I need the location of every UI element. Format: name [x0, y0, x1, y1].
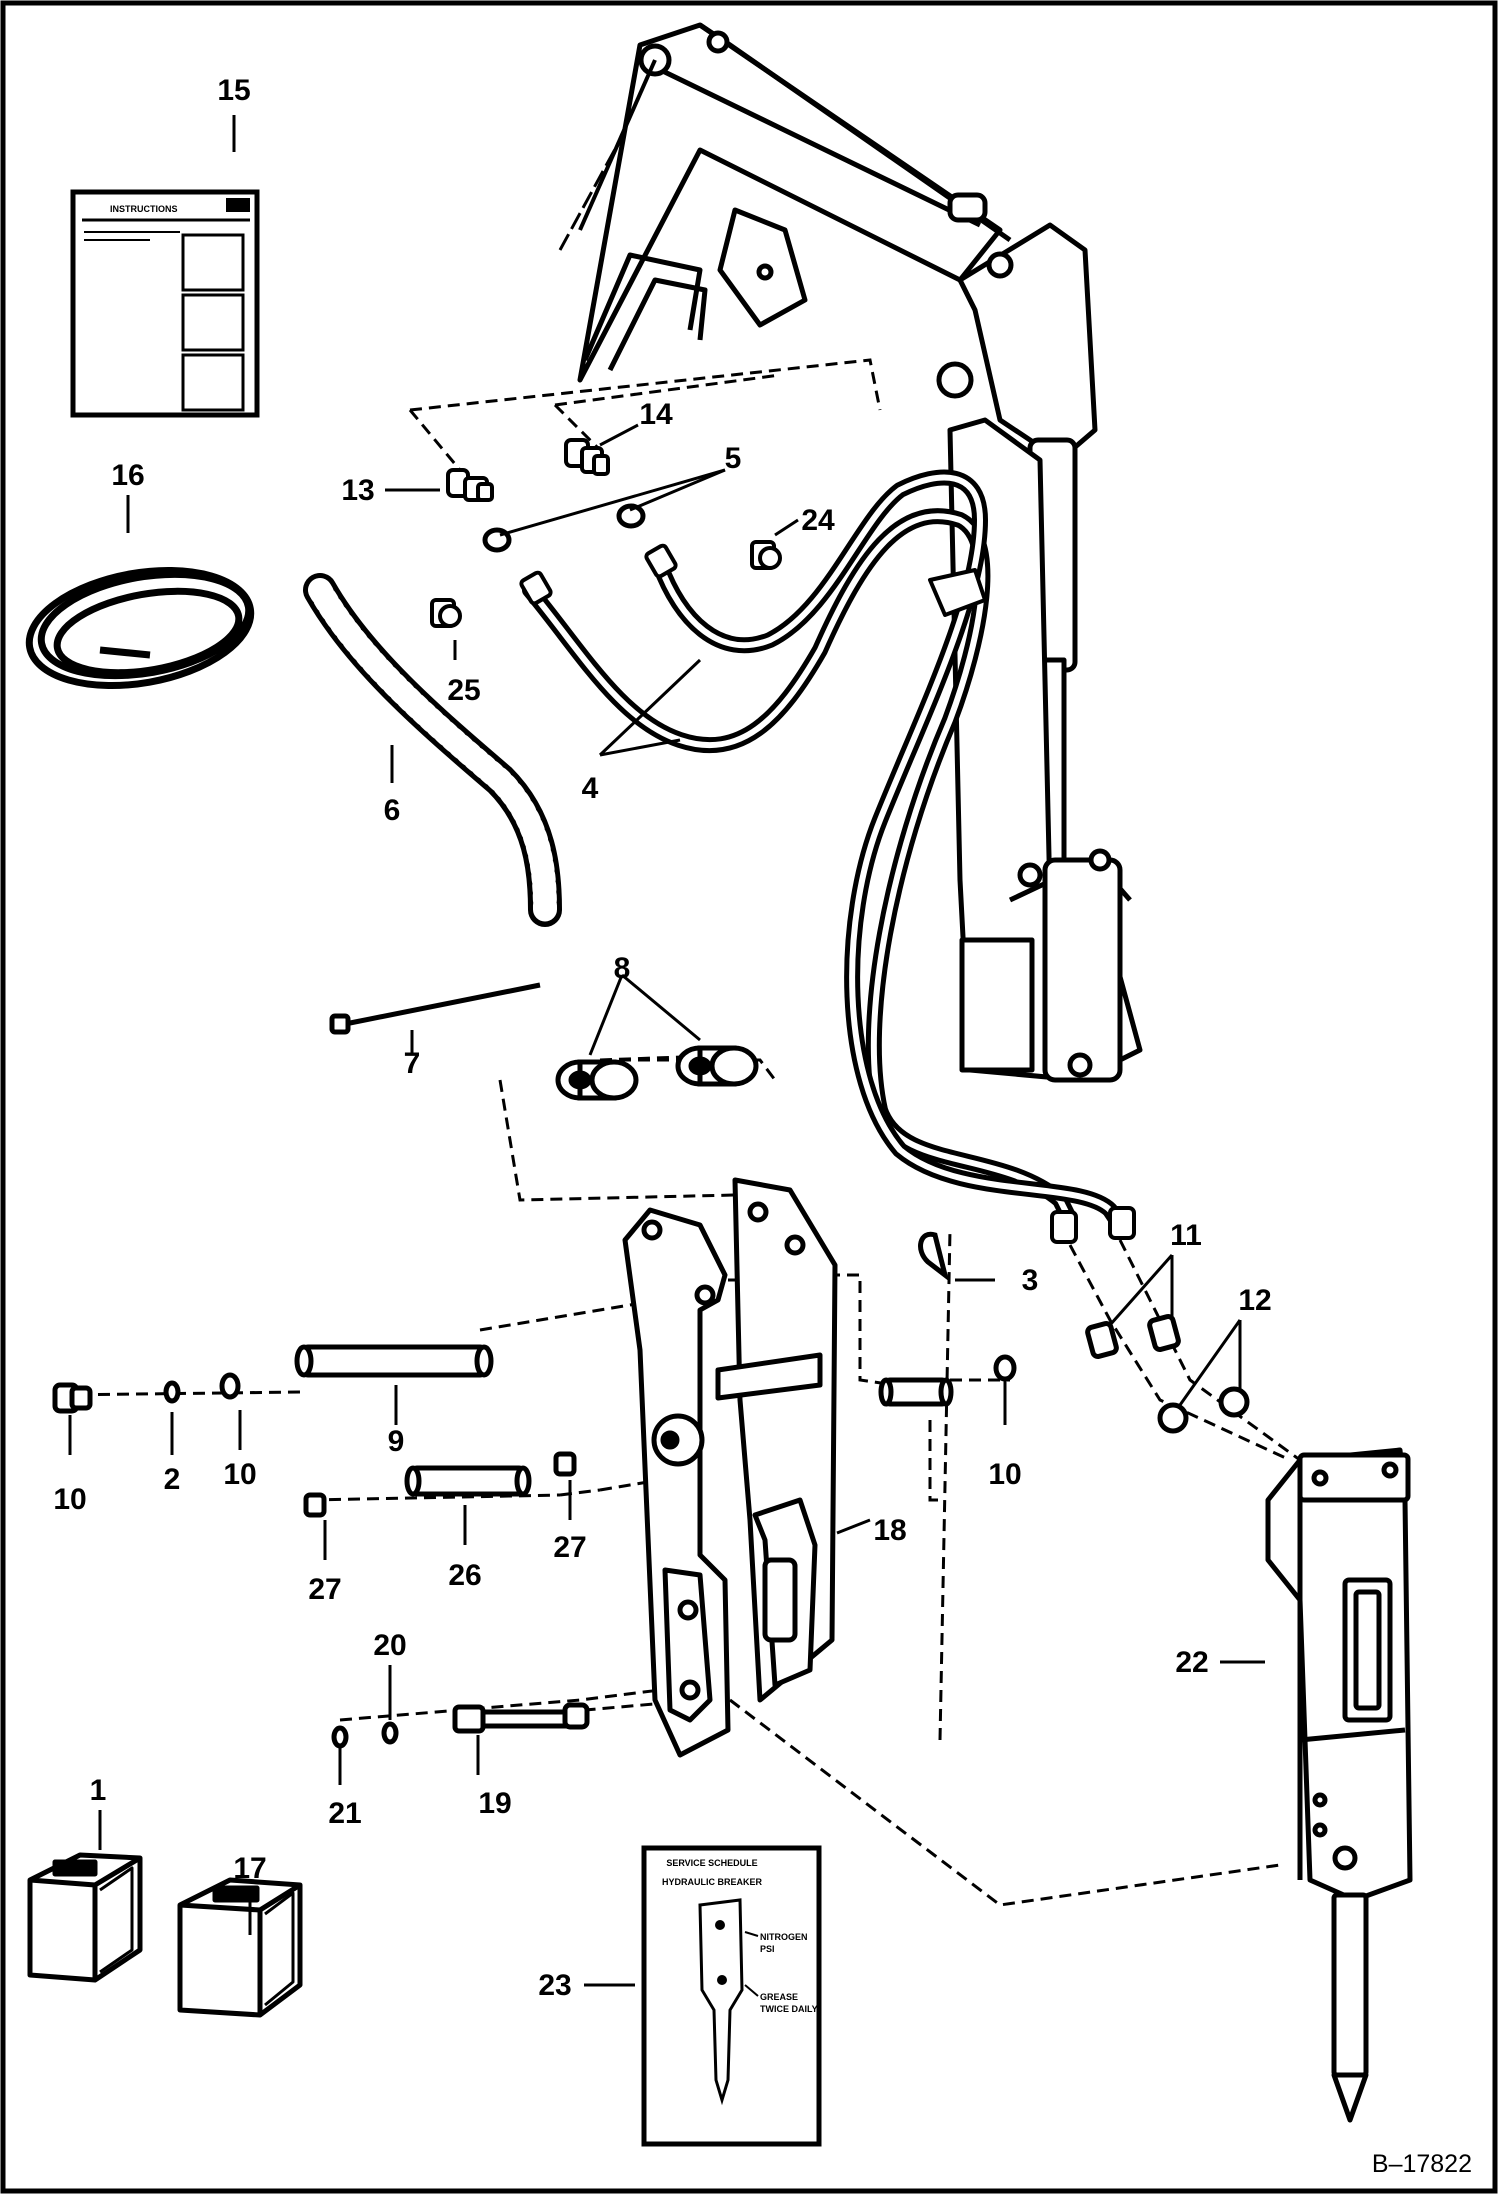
callout-25-right: 24	[801, 504, 835, 537]
carton-1	[27, 1852, 143, 1983]
callout-numbers: 15 16 13 14 5 24 25 6 4 8 7 3 11 12 9 2 …	[53, 74, 1271, 2002]
callout-13: 12	[1238, 1284, 1271, 1317]
pin-26	[404, 1465, 532, 1497]
washer-10-right	[993, 1354, 1017, 1382]
callout-25-left: 25	[447, 674, 480, 707]
bolt-11	[52, 1382, 93, 1414]
callout-2: 2	[164, 1463, 181, 1496]
callout-16: 15	[217, 74, 250, 107]
callout-9: 9	[388, 1425, 405, 1458]
washer-22	[331, 1725, 349, 1749]
decal-note-2a: GREASE	[760, 1992, 798, 2002]
cap-25-right	[750, 540, 782, 570]
callout-15: 14	[639, 398, 673, 431]
callout-10-right: 10	[988, 1458, 1021, 1491]
callout-19: 18	[873, 1514, 906, 1547]
callout-21: 20	[373, 1629, 406, 1662]
callout-27-left: 27	[308, 1573, 341, 1606]
hose-sleeve	[303, 573, 562, 927]
hydraulic-hoses	[522, 469, 1128, 1233]
retainer-3	[918, 1231, 950, 1282]
carton-18	[177, 1877, 303, 2018]
pin-3-small	[878, 1377, 954, 1407]
pin-9	[294, 1344, 494, 1378]
decal-note-1b: PSI	[760, 1944, 775, 1954]
decal-title-1: SERVICE SCHEDULE	[666, 1858, 757, 1868]
adapter-14	[446, 468, 494, 502]
callout-3: 3	[1022, 1264, 1039, 1297]
mounting-bracket	[622, 1177, 838, 1758]
excavator-boom-arm	[558, 22, 1143, 1083]
washers	[163, 1354, 1017, 1749]
callout-23: 22	[1175, 1646, 1208, 1679]
callout-1: 1	[90, 1774, 107, 1807]
callout-leaders	[68, 115, 1265, 1987]
fittings-top	[430, 438, 782, 628]
callout-22: 21	[328, 1797, 361, 1830]
washer-2	[163, 1380, 181, 1404]
callout-20: 19	[478, 1787, 511, 1820]
washer-21	[381, 1721, 399, 1745]
drawing-number: B–17822	[1372, 2150, 1472, 2178]
callout-27-right: 27	[553, 1531, 586, 1564]
cap-25-left	[430, 598, 462, 628]
callout-6: 6	[384, 794, 401, 827]
quick-couplers	[1085, 1314, 1250, 1434]
callout-4: 4	[582, 772, 599, 805]
o-ring-5-b	[616, 503, 646, 529]
callout-17: 16	[111, 459, 144, 492]
hose-fittings	[519, 543, 1136, 1244]
callout-26: 26	[448, 1559, 481, 1592]
bolt-20	[452, 1702, 590, 1734]
callout-5: 5	[725, 442, 742, 475]
coiled-tube	[25, 566, 255, 690]
adapter-15	[564, 438, 610, 476]
grease-fittings-27	[303, 1451, 577, 1518]
callout-10-left: 10	[223, 1458, 256, 1491]
decal-note-2b: TWICE DAILY	[760, 2004, 818, 2014]
callout-14: 13	[341, 474, 374, 507]
callout-18: 17	[233, 1852, 266, 1885]
assembly-leader-lines	[59, 358, 1301, 1907]
cable-tie	[329, 982, 541, 1035]
instructions-title: INSTRUCTIONS	[110, 204, 178, 214]
callout-11: 10	[53, 1483, 86, 1516]
washer-10-left	[219, 1372, 241, 1400]
callout-7: 7	[404, 1047, 421, 1080]
decal-note-1a: NITROGEN	[760, 1932, 808, 1942]
callout-8: 8	[614, 952, 631, 985]
decal-title-2: HYDRAULIC BREAKER	[662, 1877, 763, 1887]
hydraulic-breaker	[1265, 1447, 1413, 2123]
service-decal: SERVICE SCHEDULE HYDRAULIC BREAKER NITRO…	[641, 1845, 822, 2147]
instructions-sheet: INSTRUCTIONS	[70, 189, 260, 418]
callout-12: 11	[1170, 1219, 1202, 1252]
bushings	[555, 1045, 759, 1101]
callout-24: 23	[538, 1969, 571, 2002]
